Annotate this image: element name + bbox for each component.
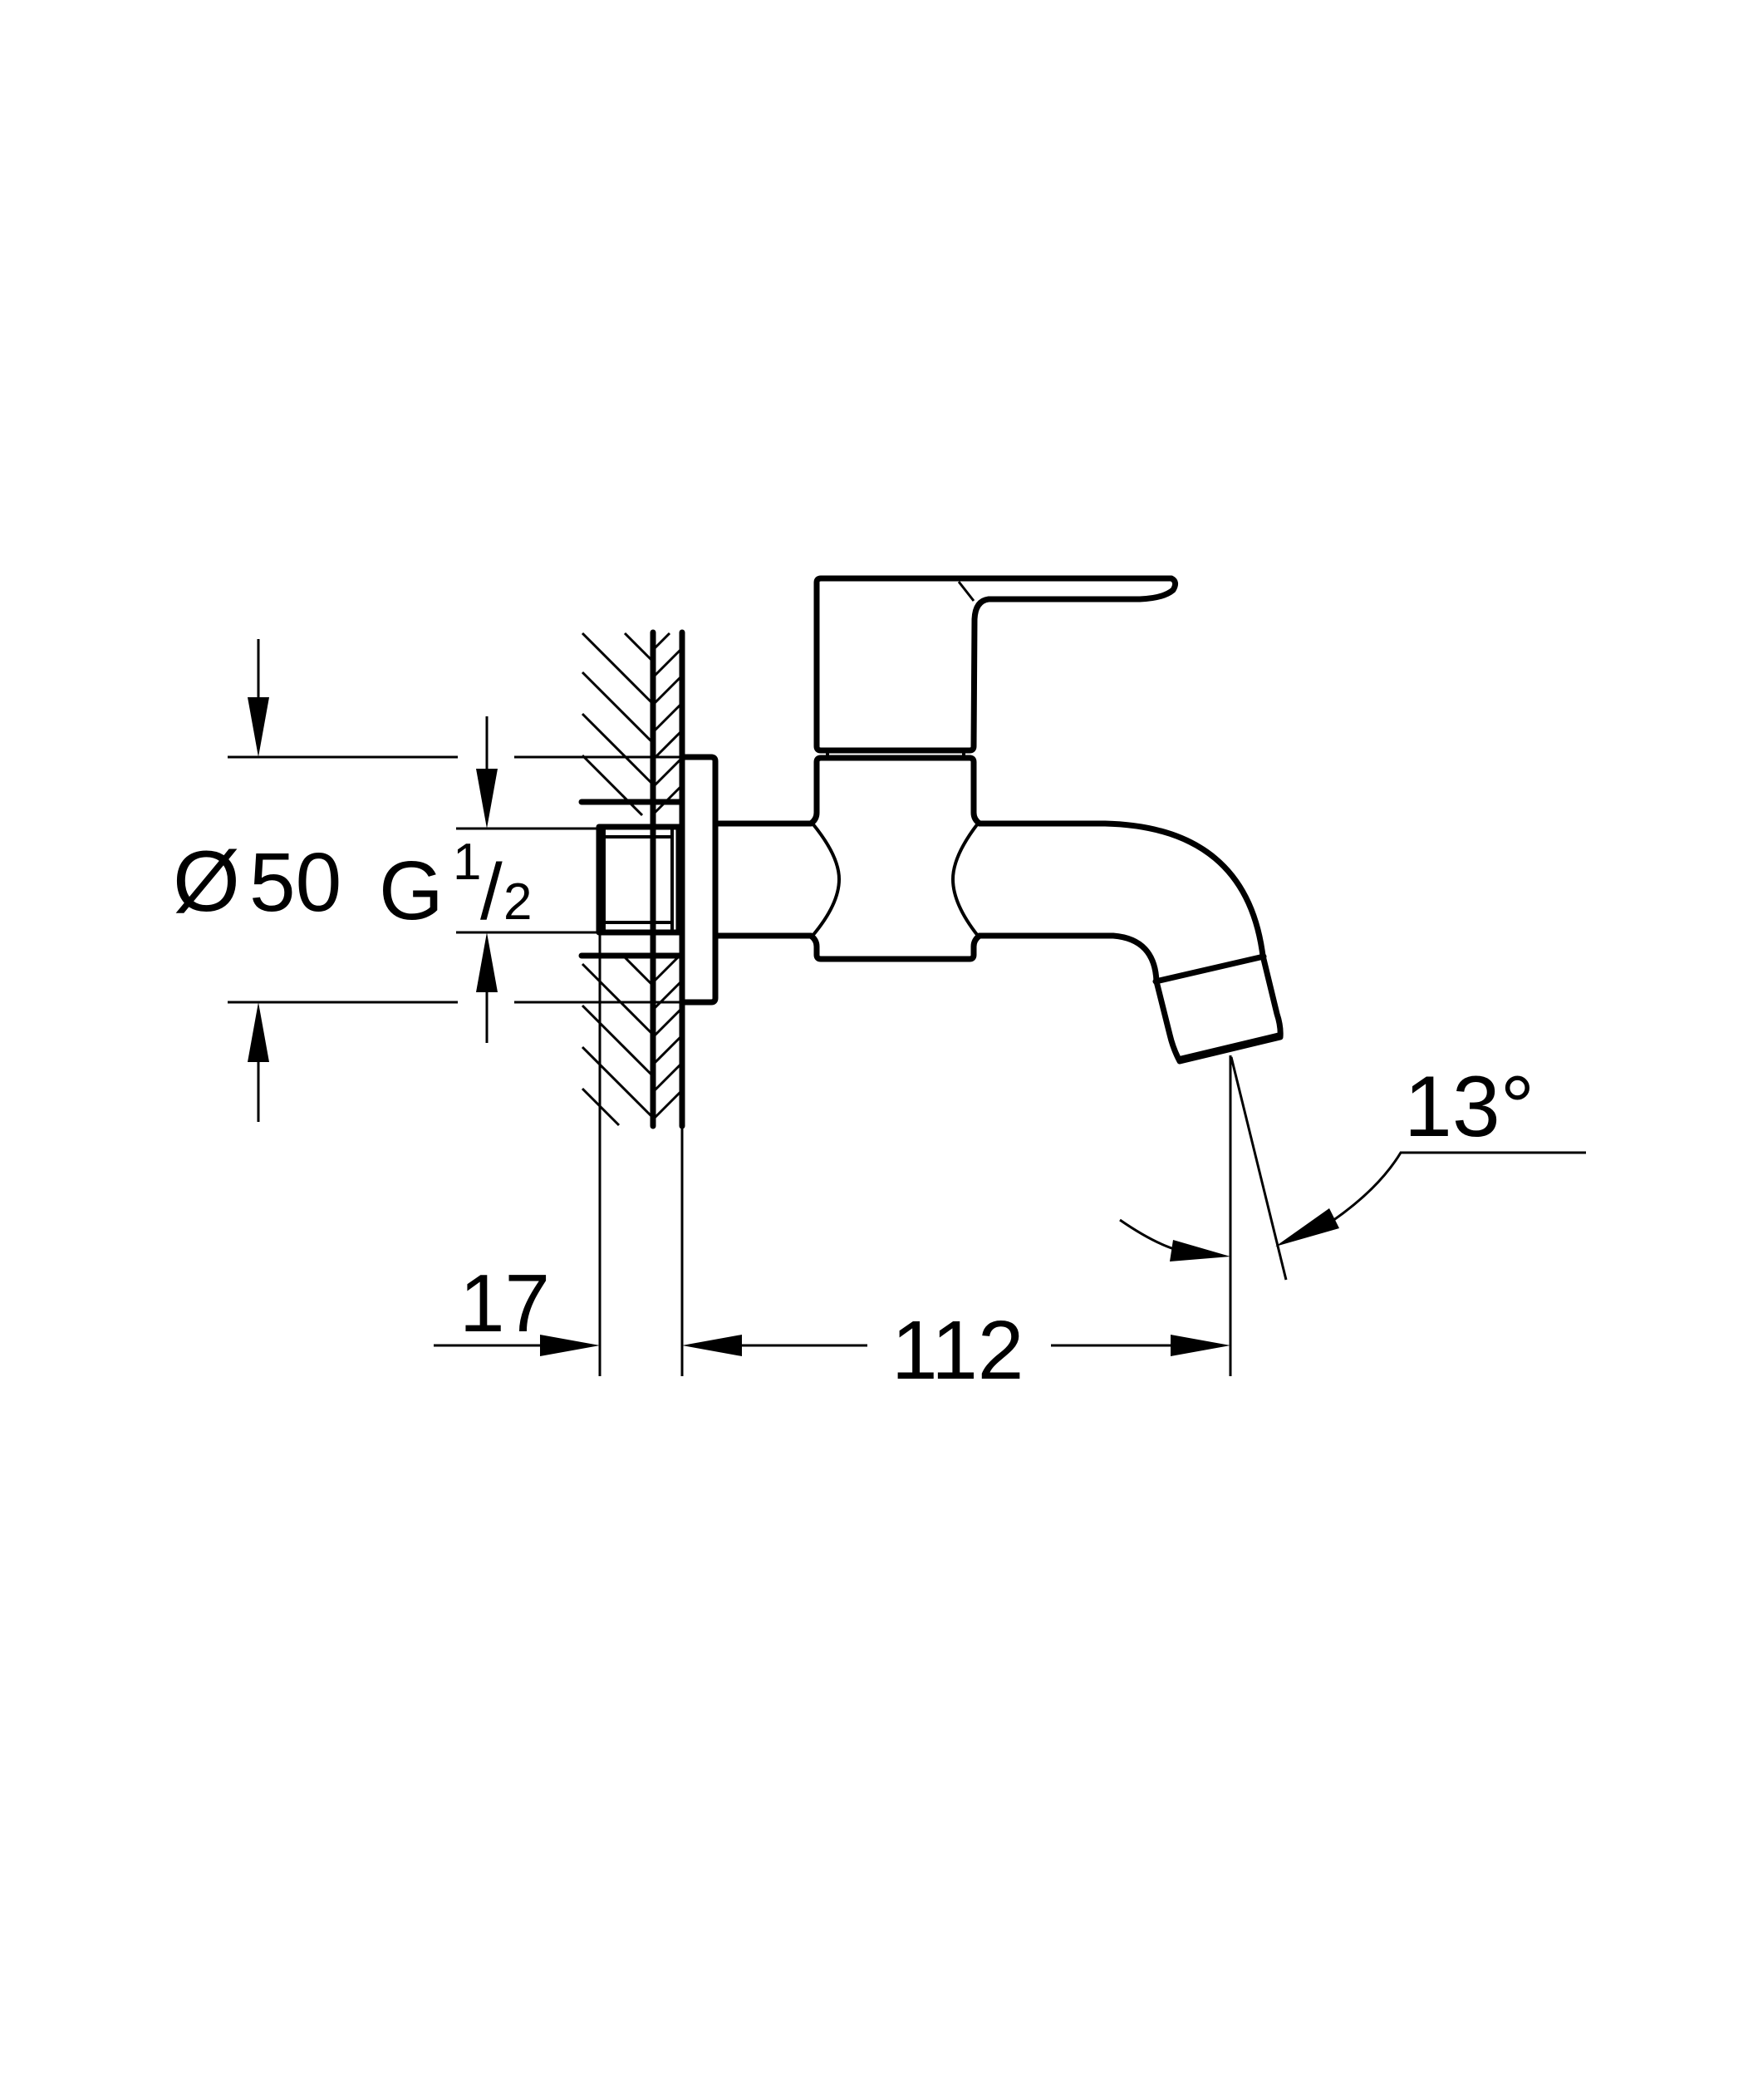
flange-diameter-value: 50	[249, 836, 341, 929]
wall-hatch-left	[581, 632, 653, 1127]
wall-offset-label: 17	[459, 1257, 550, 1349]
thread-connector	[596, 824, 682, 936]
wall-hatch-right	[653, 632, 682, 1119]
thread-prefix: G	[379, 844, 444, 937]
tap-body	[712, 753, 983, 962]
dimension-thread	[456, 716, 598, 1043]
wall-section	[578, 629, 685, 1129]
lever-handle	[813, 575, 1179, 754]
thread-numerator: 1	[453, 834, 481, 891]
dimension-angle	[1119, 1056, 1586, 1281]
thread-slash: /	[480, 848, 503, 937]
dimension-flange-diameter	[228, 639, 681, 1122]
spout	[976, 820, 1284, 1065]
spout-angle-label: 13°	[1404, 1059, 1534, 1155]
dimension-horizontal	[434, 932, 1232, 1376]
projection-label: 112	[891, 1304, 1024, 1397]
flange	[679, 754, 719, 1006]
flange-diameter-symbol: Ø	[173, 834, 240, 930]
thread-denominator: 2	[503, 873, 532, 931]
